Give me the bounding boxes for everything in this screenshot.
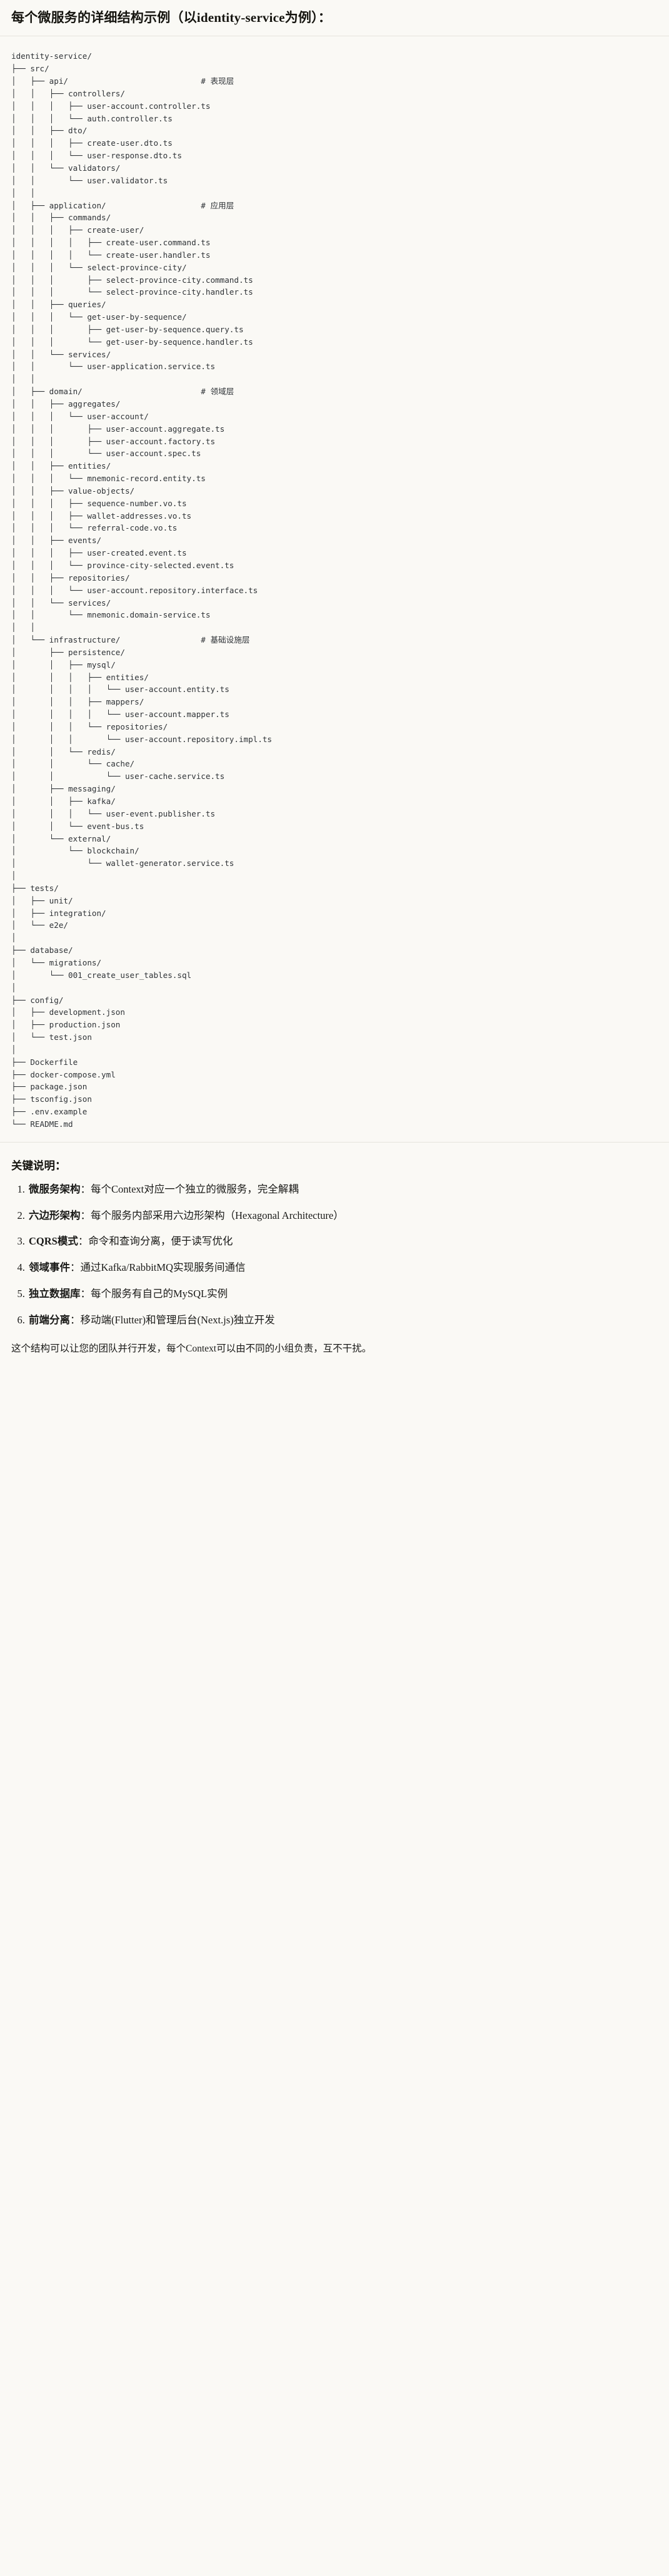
key-note-term: 前端分离 xyxy=(29,1313,70,1326)
key-note-item: 独立数据库：每个服务有自己的MySQL实例 xyxy=(28,1286,658,1302)
key-note-separator: ： xyxy=(80,1287,91,1300)
key-notes-list: 微服务架构：每个Context对应一个独立的微服务，完全解耦六边形架构：每个服务… xyxy=(11,1182,658,1328)
key-note-description: 每个服务有自己的MySQL实例 xyxy=(91,1287,228,1300)
key-note-separator: ： xyxy=(80,1209,91,1221)
key-note-item: 领域事件：通过Kafka/RabbitMQ实现服务间通信 xyxy=(28,1260,658,1276)
key-note-item: CQRS模式：命令和查询分离，便于读写优化 xyxy=(28,1234,658,1250)
key-note-term: 微服务架构 xyxy=(29,1183,81,1195)
key-note-description: 每个服务内部采用六边形架构（Hexagonal Architecture） xyxy=(91,1209,344,1221)
key-note-separator: ： xyxy=(78,1235,89,1248)
key-note-item: 前端分离：移动端(Flutter)和管理后台(Next.js)独立开发 xyxy=(28,1313,658,1328)
key-note-term: 独立数据库 xyxy=(29,1287,81,1300)
page-title: 每个微服务的详细结构示例（以identity-service为例）： xyxy=(11,10,331,25)
key-notes-section: 关键说明： 微服务架构：每个Context对应一个独立的微服务，完全解耦六边形架… xyxy=(0,1143,669,1371)
key-note-description: 移动端(Flutter)和管理后台(Next.js)独立开发 xyxy=(80,1313,275,1326)
key-note-item: 微服务架构：每个Context对应一个独立的微服务，完全解耦 xyxy=(28,1182,658,1198)
key-note-separator: ： xyxy=(70,1313,81,1326)
directory-tree: identity-service/ ├── src/ │ ├── api/ # … xyxy=(11,51,273,1129)
key-note-term: 领域事件 xyxy=(29,1261,70,1274)
directory-tree-block: identity-service/ ├── src/ │ ├── api/ # … xyxy=(0,36,669,1142)
key-note-description: 命令和查询分离，便于读写优化 xyxy=(88,1235,233,1248)
closing-paragraph: 这个结构可以让您的团队并行开发，每个Context可以由不同的小组负责，互不干扰… xyxy=(11,1343,372,1355)
document-page: 每个微服务的详细结构示例（以identity-service为例）： ident… xyxy=(0,0,669,1370)
key-note-item: 六边形架构：每个服务内部采用六边形架构（Hexagonal Architectu… xyxy=(28,1208,658,1224)
key-note-description: 每个Context对应一个独立的微服务，完全解耦 xyxy=(91,1183,299,1195)
key-note-separator: ： xyxy=(70,1261,81,1274)
key-note-description: 通过Kafka/RabbitMQ实现服务间通信 xyxy=(80,1261,246,1274)
key-notes-title: 关键说明： xyxy=(11,1159,66,1172)
key-note-term: CQRS模式 xyxy=(29,1235,78,1248)
tree-divider xyxy=(0,1141,669,1143)
key-note-term: 六边形架构 xyxy=(29,1209,81,1221)
key-note-separator: ： xyxy=(80,1183,91,1195)
